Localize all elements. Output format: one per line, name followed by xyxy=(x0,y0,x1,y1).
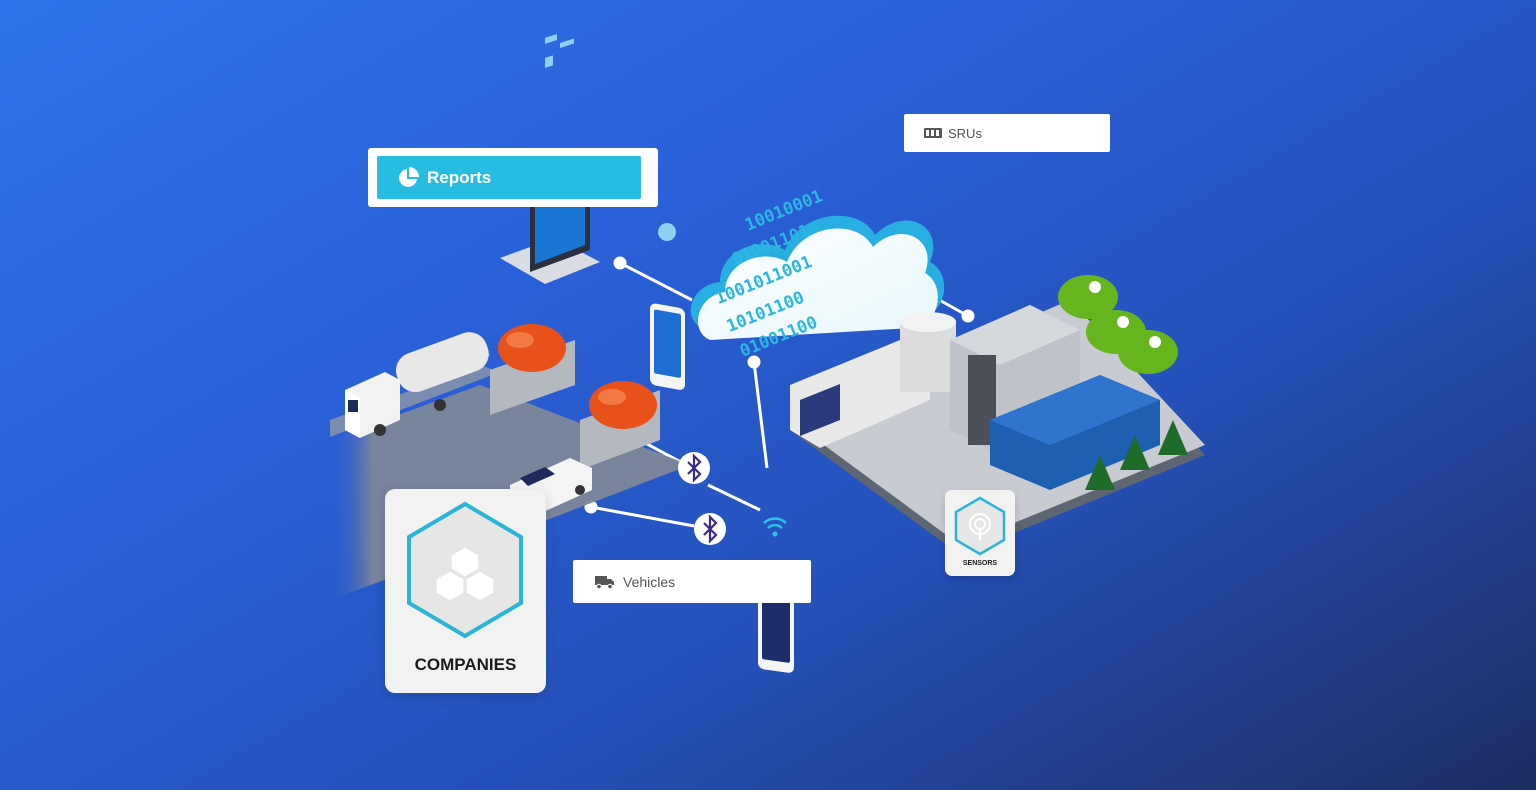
reports-card[interactable]: Reports xyxy=(368,148,658,207)
bluetooth-badge-2 xyxy=(694,513,726,545)
broadcast-icon xyxy=(954,496,1006,556)
companies-label: COMPANIES xyxy=(414,655,517,674)
sensors-card[interactable]: SENSORS xyxy=(945,490,1015,576)
truck-icon xyxy=(595,575,614,589)
server-unit-icon xyxy=(924,128,942,138)
cubes-icon xyxy=(407,501,523,639)
reports-label: Reports xyxy=(427,167,492,187)
tanker-truck xyxy=(345,332,490,438)
vehicles-card[interactable]: Vehicles xyxy=(573,560,811,603)
smartphone-wifi xyxy=(758,517,794,673)
sensors-label: SENSORS xyxy=(962,560,998,567)
srus-label: SRUs xyxy=(948,125,982,141)
pie-chart-icon xyxy=(399,166,419,187)
reports-button[interactable]: Reports xyxy=(377,156,641,199)
tablet-phone xyxy=(650,223,685,390)
vehicles-label: Vehicles xyxy=(623,573,676,590)
green-tanks xyxy=(1058,275,1178,374)
orange-tanks xyxy=(490,324,660,470)
companies-card[interactable]: COMPANIES xyxy=(385,489,546,693)
industrial-plant xyxy=(790,275,1205,555)
bluetooth-badge-1 xyxy=(678,452,710,484)
srus-card[interactable]: SRUs xyxy=(904,114,1110,152)
data-cloud: 10010001 01001101 1001011001 10101100 01… xyxy=(690,186,945,362)
